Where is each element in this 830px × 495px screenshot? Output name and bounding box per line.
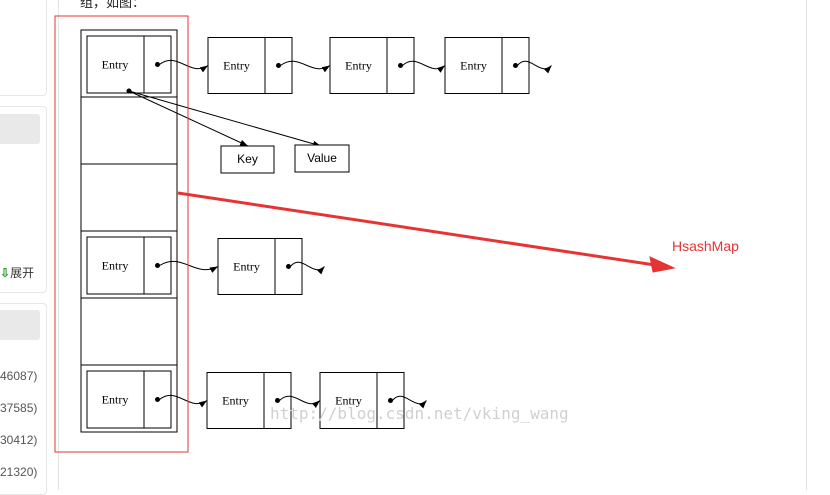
hashmap-label: HsashMap bbox=[672, 238, 739, 254]
entry-label: Entry bbox=[102, 393, 129, 407]
link-arrow bbox=[392, 395, 427, 409]
article-count[interactable]: 21320) bbox=[0, 465, 38, 479]
pointer-dot bbox=[155, 263, 160, 268]
sidebar-header-bar[interactable] bbox=[0, 114, 40, 144]
pointer-dot bbox=[388, 398, 393, 403]
pointer-dot bbox=[275, 398, 280, 403]
entry-label: Entry bbox=[335, 394, 362, 408]
hashmap-pointer-arrow bbox=[177, 191, 656, 267]
link-arrow bbox=[279, 395, 321, 408]
link-arrow bbox=[159, 59, 209, 73]
entry-label: Entry bbox=[345, 59, 372, 73]
value-box bbox=[294, 144, 350, 173]
link-arrow bbox=[290, 261, 325, 275]
link-arrow bbox=[280, 60, 331, 73]
entry-label: Entry bbox=[233, 260, 260, 274]
link-arrow bbox=[159, 260, 219, 273]
key-box bbox=[220, 145, 275, 174]
watermark: http://blog.csdn.net/vking_wang bbox=[270, 404, 569, 423]
article-count[interactable]: 30412) bbox=[0, 433, 38, 447]
entry-label: Entry bbox=[222, 394, 249, 408]
sidebar-panel bbox=[0, 0, 47, 96]
hashmap-pointer-arrowhead bbox=[649, 256, 676, 273]
value-label: Value bbox=[307, 151, 337, 165]
article-count[interactable]: 46087) bbox=[0, 369, 38, 383]
pointer-dot bbox=[398, 63, 403, 68]
pointer-dot bbox=[155, 397, 160, 402]
key-label: Key bbox=[237, 152, 258, 166]
sidebar-header-bar[interactable] bbox=[0, 310, 40, 340]
sidebar: ⇩展开 46087) 37585) 30412) 21320) bbox=[0, 0, 48, 495]
entry-label: Entry bbox=[460, 59, 487, 73]
content-divider bbox=[58, 0, 59, 490]
expand-label: 展开 bbox=[10, 266, 35, 280]
entry-label: Entry bbox=[102, 58, 129, 72]
expand-link[interactable]: ⇩展开 bbox=[0, 264, 34, 281]
article-count[interactable]: 37585) bbox=[0, 401, 38, 415]
content-divider bbox=[806, 0, 807, 490]
link-arrow bbox=[159, 394, 208, 408]
pointer-dot bbox=[155, 62, 160, 67]
hashmap-highlight-box bbox=[54, 15, 189, 453]
pointer-dot bbox=[276, 63, 281, 68]
link-arrow bbox=[402, 60, 446, 73]
down-arrow-icon: ⇩ bbox=[0, 266, 11, 280]
entry-label: Entry bbox=[102, 259, 129, 273]
value-arrow bbox=[128, 90, 322, 147]
link-arrow bbox=[517, 60, 552, 74]
pointer-dot bbox=[513, 63, 518, 68]
pointer-dot bbox=[286, 264, 291, 269]
article-text: 组，如图： bbox=[80, 0, 146, 11]
entry-label: Entry bbox=[223, 59, 250, 73]
